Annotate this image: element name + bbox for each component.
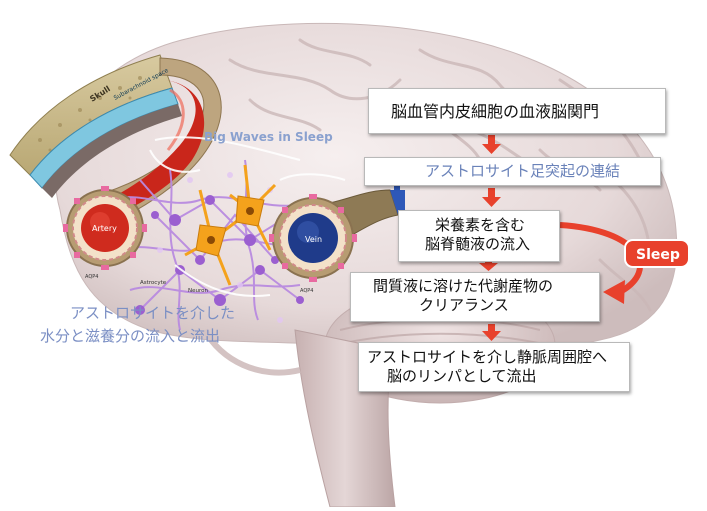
astrocyte-label: Astrocyte	[140, 280, 167, 286]
vein-cross-section	[269, 194, 357, 282]
arrow-2-3	[482, 188, 501, 207]
sleep-badge	[624, 239, 690, 268]
vein-label: Vein	[305, 235, 322, 244]
big-waves-label: Big Waves in Sleep	[204, 130, 333, 144]
step-2-box: アストロサイト足突起の連結	[364, 157, 661, 186]
step-5-line-1: アストロサイトを介し静脈周囲腔へ	[367, 348, 608, 366]
step-5-box: アストロサイトを介し静脈周囲腔へ 脳のリンパとして流出	[358, 342, 630, 392]
neuron-cells	[184, 164, 277, 286]
caption-line-1: アストロサイトを介した	[70, 304, 235, 322]
step-4-line-2: クリアランス	[419, 296, 509, 314]
step-3-box: 栄養素を含む 脳脊髄液の流入	[398, 210, 560, 262]
step-5-line-2: 脳のリンパとして流出	[387, 367, 537, 385]
step-3-line-1: 栄養素を含む	[435, 216, 526, 234]
aqp4-left-label: AQP4	[85, 274, 98, 280]
arrow-3-4	[479, 262, 498, 271]
sleep-label: Sleep	[636, 247, 680, 263]
artery-label: Artery	[92, 224, 117, 233]
red-step-arrows	[479, 135, 501, 341]
neuron-label: Neuron	[188, 288, 208, 294]
step-1-text: 脳血管内皮細胞の血液脳関門	[391, 102, 600, 121]
arrow-1-2	[482, 135, 501, 154]
step-2-text: アストロサイト足突起の連結	[425, 162, 621, 180]
aqp4-right-label: AQP4	[300, 288, 313, 294]
caption-line-2: 水分と滋養分の流入と流出	[40, 327, 220, 345]
arrow-4-5	[482, 324, 501, 341]
step-3-line-2: 脳脊髄液の流入	[425, 235, 531, 253]
step-1-box: 脳血管内皮細胞の血液脳関門	[368, 88, 666, 134]
step-4-box: 間質液に溶けた代謝産物の クリアランス	[350, 272, 600, 322]
step-4-line-1: 間質液に溶けた代謝産物の	[373, 277, 554, 295]
artery-cross-section	[63, 186, 147, 270]
flow-arrows	[149, 136, 346, 297]
